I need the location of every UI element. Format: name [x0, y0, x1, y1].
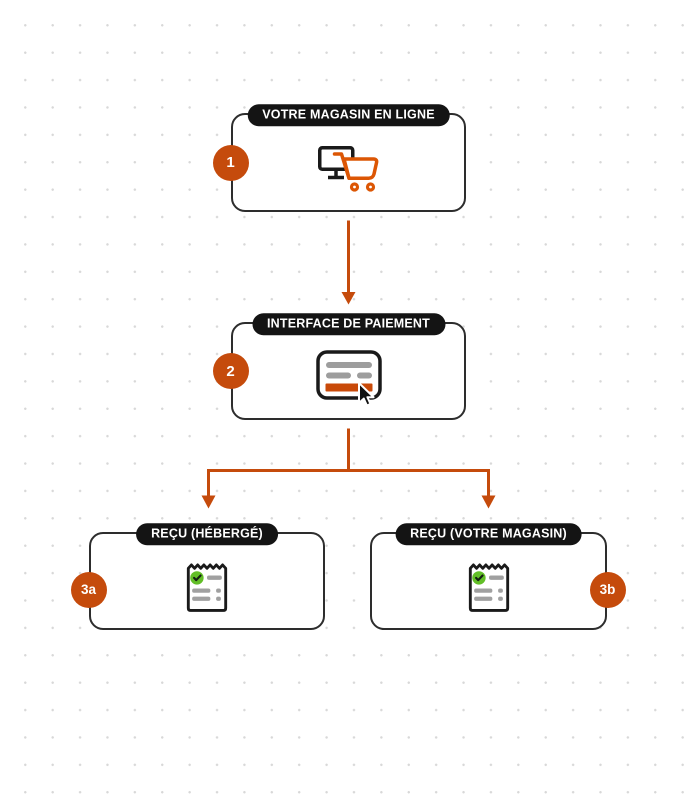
node-payment-interface: INTERFACE DE PAIEMENT 2	[212, 313, 466, 420]
node-receipt-store: REÇU (VOTRE MAGASIN) 3b	[370, 523, 626, 630]
step-badge-2: 2	[212, 353, 249, 389]
node-receipt-store-label: REÇU (VOTRE MAGASIN)	[395, 523, 582, 545]
node-online-store: VOTRE MAGASIN EN LIGNE 1	[212, 104, 466, 212]
arrowhead-down-icon	[201, 495, 216, 509]
arrowhead-down-icon	[481, 495, 496, 509]
arrow-payment-branch	[207, 428, 490, 497]
node-online-store-label: VOTRE MAGASIN EN LIGNE	[247, 104, 450, 126]
receipt-check-icon	[466, 561, 512, 613]
node-receipt-hosted-label: REÇU (HÉBERGÉ)	[136, 523, 278, 545]
step-badge-3a: 3a	[70, 571, 107, 608]
node-payment-interface-label: INTERFACE DE PAIEMENT	[251, 313, 446, 335]
payment-form-cursor-icon	[315, 350, 382, 408]
receipt-check-icon	[184, 561, 230, 613]
step-badge-1: 1	[212, 144, 249, 181]
step-badge-3b: 3b	[589, 571, 626, 608]
arrowhead-down-icon	[341, 292, 356, 305]
node-receipt-hosted: REÇU (HÉBERGÉ) 3a	[70, 523, 325, 630]
monitor-cart-icon	[317, 146, 380, 193]
